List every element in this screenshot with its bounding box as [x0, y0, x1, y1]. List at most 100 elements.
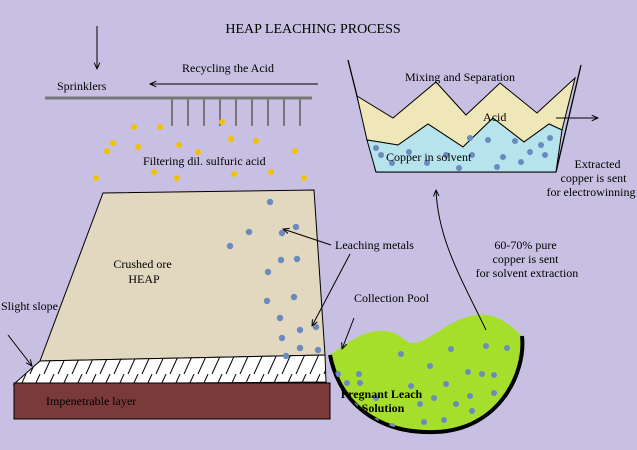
copper-particle	[378, 152, 384, 158]
extracted-label: Extracted copper is sent for electrowinn…	[547, 157, 636, 199]
metal-particle	[296, 326, 304, 334]
pool-particle	[504, 345, 510, 351]
metal-particle	[296, 344, 304, 352]
impenetrable-label: Impenetrable layer	[46, 394, 136, 408]
pool-particle	[448, 346, 454, 352]
pool-particle	[453, 401, 459, 407]
impenetrable-layer	[13, 382, 331, 420]
solvent-extraction-arrow	[436, 190, 487, 331]
pool-particle	[443, 381, 449, 387]
copper-particle	[443, 152, 449, 158]
metal-particle	[278, 229, 286, 237]
filtering-label: Filtering dil. sulfuric acid	[143, 154, 266, 168]
copper-particle	[518, 159, 524, 165]
acid-droplet	[135, 144, 141, 150]
acid-droplet	[292, 148, 298, 154]
recycling-label: Recycling the Acid	[182, 61, 274, 75]
pregnant-leach-label: Pregnant Leach Solution	[341, 387, 425, 415]
acid-droplet	[110, 140, 116, 146]
copper-particle	[406, 149, 412, 155]
metal-particle	[226, 242, 234, 250]
acid-droplet	[93, 175, 99, 181]
sprinklers-label: Sprinklers	[57, 79, 107, 93]
pool-particle	[398, 351, 404, 357]
acid-droplet	[104, 148, 110, 154]
copper-particles	[373, 135, 553, 171]
pool-particle	[356, 371, 362, 377]
pool-particle	[483, 343, 489, 349]
acid-droplet	[176, 142, 182, 148]
acid-droplet	[228, 136, 234, 142]
pool-particle	[421, 419, 427, 425]
pool-particle	[335, 371, 341, 377]
copper-particle	[512, 138, 518, 144]
acid-droplet	[231, 171, 237, 177]
leaching-arrow-upper	[283, 229, 332, 246]
copper-particle	[424, 160, 430, 166]
acid-droplets	[93, 119, 307, 181]
copper-particle	[547, 135, 553, 141]
acid-droplet	[174, 175, 180, 181]
pure-copper-label: 60-70% pure copper is sent for solvent e…	[476, 238, 579, 280]
pool-particle	[344, 380, 350, 386]
copper-particle	[500, 154, 506, 160]
copper-particle	[542, 152, 548, 158]
copper-particle	[373, 145, 379, 151]
copper-solvent-label: Copper in solvent	[386, 150, 472, 164]
pool-particle	[408, 383, 414, 389]
metal-particle	[312, 323, 320, 331]
acid-label: Acid	[483, 110, 506, 124]
metal-particle	[293, 255, 301, 263]
pool-particle	[469, 408, 475, 414]
slight-slope-arrow	[7, 334, 32, 366]
copper-particle	[389, 160, 395, 166]
leaching-arrow-lower	[312, 253, 351, 326]
pool-particle	[427, 363, 433, 369]
acid-droplet	[219, 119, 225, 125]
copper-particle	[527, 149, 533, 155]
acid-droplet	[301, 175, 307, 181]
pool-particle	[491, 390, 497, 396]
copper-particle	[494, 164, 500, 170]
pool-particle	[491, 372, 497, 378]
metal-particle	[276, 314, 284, 322]
pool-particle	[357, 380, 363, 386]
copper-particle	[469, 152, 475, 158]
metal-particle	[266, 198, 274, 206]
copper-particle	[485, 137, 491, 143]
collection-pool-label: Collection Pool	[354, 291, 430, 305]
pool-particle	[431, 395, 437, 401]
diagram-title: HEAP LEACHING PROCESS	[225, 22, 400, 37]
pool-particle	[465, 369, 471, 375]
collection-pool	[330, 314, 523, 433]
pool-particle	[467, 393, 473, 399]
metal-particle	[263, 297, 271, 305]
metal-particle	[264, 268, 272, 276]
copper-particle	[467, 135, 473, 141]
solvent-layer	[366, 117, 563, 173]
metal-particle	[290, 293, 298, 301]
mixing-label: Mixing and Separation	[405, 70, 515, 84]
pool-wall	[328, 335, 525, 435]
acid-droplet	[151, 169, 157, 175]
metal-particle	[282, 352, 290, 360]
acid-droplet	[157, 124, 163, 130]
pool-particle	[479, 371, 485, 377]
copper-particle	[456, 165, 462, 171]
slight-slope-label: Slight slope	[1, 299, 58, 313]
crushed-ore-label: Crushed ore HEAP	[113, 257, 174, 286]
metal-particle	[277, 256, 285, 264]
pool-particle	[373, 395, 379, 401]
metal-particle	[292, 223, 300, 231]
pool-particle	[417, 401, 423, 407]
collection-pool-arrow	[342, 317, 355, 349]
metal-particle	[314, 346, 322, 354]
metal-particle	[278, 334, 286, 342]
leaching-metals-label: Leaching metals	[335, 238, 414, 252]
acid-droplet	[131, 124, 137, 130]
pool-particle	[441, 417, 447, 423]
acid-droplet	[268, 169, 274, 175]
acid-droplet	[253, 138, 259, 144]
metal-particle	[245, 228, 253, 236]
